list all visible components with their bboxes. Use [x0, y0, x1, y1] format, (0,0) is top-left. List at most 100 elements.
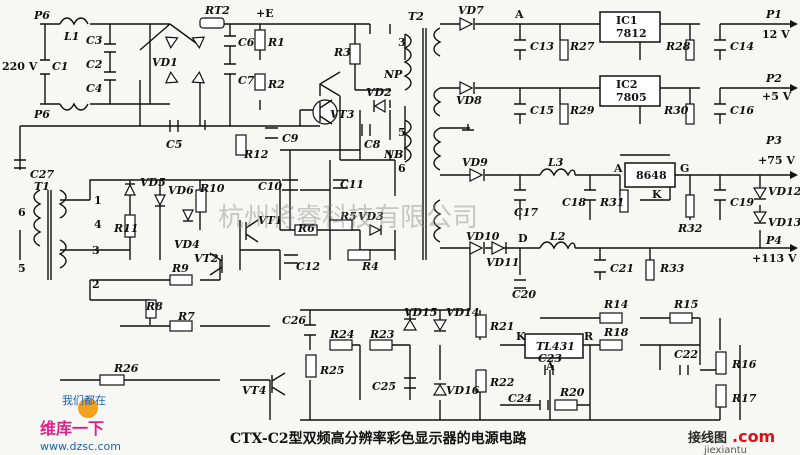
label-220v: 220 V	[2, 60, 38, 73]
label-p6-bottom: P6	[33, 108, 50, 121]
label-t1: T1	[34, 180, 50, 193]
ic2-part: 7805	[616, 91, 647, 104]
label-vt1: VT1	[258, 214, 282, 227]
label-pin-5: 5	[398, 126, 406, 139]
label-t1-pin1: 1	[94, 194, 102, 207]
label-r3: R3	[333, 46, 351, 59]
logo-right-cn: 接线图	[688, 430, 727, 446]
ic2-name: IC2	[616, 78, 638, 91]
logo-right-suffix: .com	[732, 427, 775, 446]
label-g-node: G	[680, 162, 689, 175]
label-c26: C26	[282, 314, 306, 327]
label-vd5: VD5	[140, 176, 166, 189]
label-c21: C21	[610, 262, 634, 275]
output-p1-name: P1	[765, 8, 782, 21]
ic-labels: IC1 7812 IC2 7805 8648 TL431	[536, 14, 667, 353]
output-labels: P1 12 V P2 +5 V P3 +75 V P4 +113 V	[752, 8, 797, 265]
label-r11: R11	[113, 222, 138, 235]
label-a-node: A	[545, 360, 555, 373]
label-l1: L1	[63, 30, 79, 43]
output-p2-name: P2	[765, 72, 782, 85]
label-r23: R23	[369, 328, 395, 341]
label-c9: C9	[282, 132, 299, 145]
label-r32: R32	[677, 222, 703, 235]
label-c7: C7	[238, 74, 255, 87]
label-r20: R20	[559, 386, 585, 399]
label-t1-pin3: 3	[92, 244, 100, 257]
label-r33: R33	[659, 262, 685, 275]
logo-badge-icon	[78, 398, 98, 418]
label-r22: R22	[489, 376, 515, 389]
label-nb: NB	[383, 148, 403, 161]
label-vt2: VT2	[194, 252, 219, 265]
label-r4: R4	[361, 260, 379, 273]
label-r25: R25	[319, 364, 344, 377]
label-c13: C13	[530, 40, 554, 53]
output-p3-name: P3	[765, 134, 782, 147]
label-c15: C15	[530, 104, 554, 117]
label-l2: L2	[549, 230, 566, 243]
diodes	[124, 17, 768, 396]
logo-left-tagline: 我们都在	[62, 393, 106, 407]
label-plus-e: +E	[256, 7, 274, 20]
label-c25: C25	[372, 380, 396, 393]
label-vd11: VD11	[486, 256, 519, 269]
label-a-8648: A	[613, 162, 623, 175]
ic3-part: 8648	[636, 169, 667, 182]
label-c22: C22	[674, 348, 698, 361]
label-c23: C23	[538, 352, 562, 365]
transformer-t2	[403, 27, 442, 260]
label-t2: T2	[408, 10, 424, 23]
label-vt3: VT3	[330, 108, 355, 121]
output-p4-name: P4	[765, 234, 782, 247]
label-c4: C4	[86, 82, 102, 95]
wiring	[19, 23, 790, 421]
ground-symbols	[204, 120, 474, 131]
label-t1-pin2: 2	[92, 278, 100, 291]
label-vd3: VD3	[358, 210, 384, 223]
label-t1-pin5: 5	[18, 262, 26, 275]
label-r6: R6	[297, 222, 315, 235]
ic4-part: TL431	[536, 340, 575, 353]
label-c17: C17	[514, 206, 538, 219]
label-vd13: VD13	[768, 216, 800, 229]
label-c12: C12	[296, 260, 320, 273]
label-vd15: VD15	[404, 306, 437, 319]
label-r5: R5	[339, 210, 357, 223]
label-c11: C11	[340, 178, 364, 191]
label-t1-pin4: 4	[94, 218, 102, 231]
output-arrows	[790, 20, 798, 252]
label-r30: R30	[663, 104, 689, 117]
logo-left-name: 维库一下	[40, 419, 104, 438]
label-c6: C6	[238, 36, 255, 49]
site-logo-right: 接线图 .com jiexiantu	[688, 427, 775, 455]
label-c27: C27	[30, 168, 54, 181]
inductors	[59, 17, 576, 250]
label-vd16: VD16	[446, 384, 480, 397]
label-vd4: VD4	[174, 238, 200, 251]
label-r14: R14	[603, 298, 628, 311]
label-r31: R31	[599, 196, 624, 209]
diagram-title: CTX-C2型双频高分辨率彩色显示器的电源电路	[230, 430, 528, 447]
label-c2: C2	[86, 58, 103, 71]
transistors	[209, 99, 338, 396]
label-c18: C18	[562, 196, 586, 209]
label-r8: R8	[145, 300, 163, 313]
logo-right-url: jiexiantu	[703, 445, 747, 455]
component-labels: P6 P6 L1 RT2 +E C3 C2 C4 C1 220 V VD1 C6…	[2, 4, 800, 405]
label-r1: R1	[267, 36, 285, 49]
site-logo-left: 我们都在 维库一下 www.dzsc.com	[40, 393, 121, 453]
label-l3: L3	[547, 156, 564, 169]
label-c24: C24	[508, 392, 532, 405]
label-r27: R27	[569, 40, 595, 53]
label-t1-pin6: 6	[18, 206, 26, 219]
label-vd9: VD9	[462, 156, 488, 169]
label-a-top: A	[514, 8, 524, 21]
label-k-8648: K	[652, 188, 662, 201]
output-p1-volt: 12 V	[762, 28, 790, 41]
label-pin-6: 6	[398, 162, 406, 175]
label-c1: C1	[52, 60, 68, 73]
label-r10: R10	[199, 182, 225, 195]
label-c10: C10	[258, 180, 282, 193]
